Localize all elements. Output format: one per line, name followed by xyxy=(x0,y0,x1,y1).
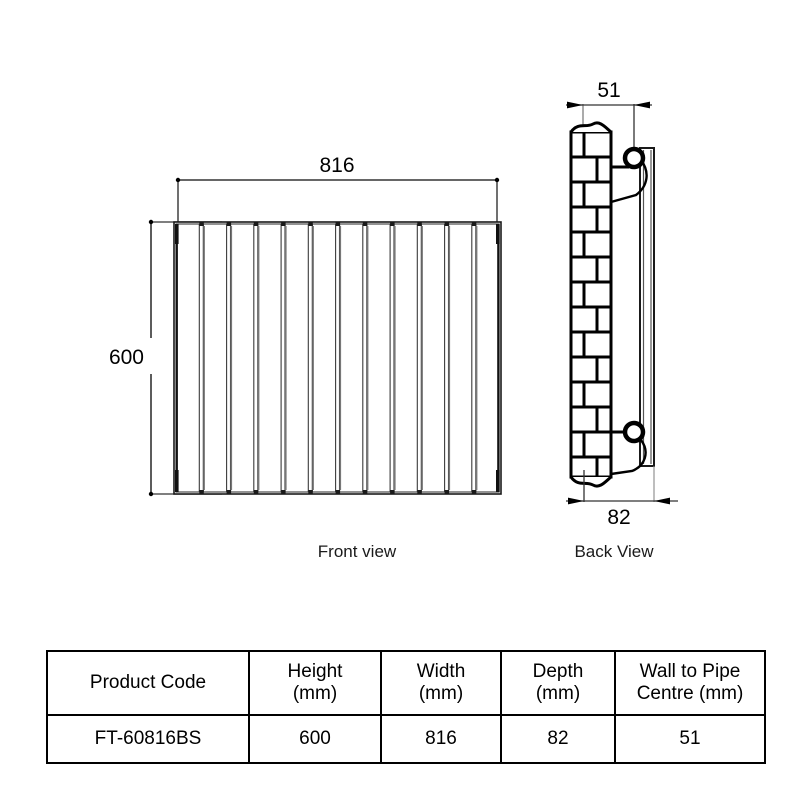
front-view-bottom-notches xyxy=(199,490,477,494)
cell-wall-to-pipe-centre: 51 xyxy=(614,714,766,764)
header-height-line1: Height xyxy=(287,661,343,683)
back-view-group: 51 xyxy=(566,79,678,561)
header-product-code-line1: Product Code xyxy=(89,672,207,694)
header-depth-line1: Depth xyxy=(532,661,584,683)
header-width-line2: (mm) xyxy=(418,683,464,704)
depth-dimension-82 xyxy=(566,466,678,505)
header-depth-line2: (mm) xyxy=(535,683,581,704)
depth-dimension-label: 82 xyxy=(607,506,630,529)
back-view-radiator-profile xyxy=(639,147,655,467)
header-wall-line2: Centre (mm) xyxy=(636,683,744,704)
table-header-row: Product Code Height (mm) Width (mm) Dept… xyxy=(46,650,766,716)
front-view-radiator-body xyxy=(173,221,502,495)
cell-width: 816 xyxy=(380,714,502,764)
wall-to-pipe-dimension-label: 51 xyxy=(597,79,620,102)
height-dimension-600 xyxy=(148,219,222,497)
header-height-line2: (mm) xyxy=(292,683,338,704)
header-depth: Depth (mm) xyxy=(500,650,616,716)
front-view-top-notches xyxy=(199,222,477,226)
back-view-label: Back View xyxy=(574,542,654,561)
header-width-line1: Width xyxy=(416,661,466,683)
header-wall-line1: Wall to Pipe xyxy=(639,661,741,683)
specification-table: Product Code Height (mm) Width (mm) Dept… xyxy=(46,650,766,764)
header-product-code: Product Code xyxy=(46,650,250,716)
width-dimension-label: 816 xyxy=(319,154,354,177)
back-view-brick-wall xyxy=(569,121,613,488)
front-view-end-caps xyxy=(175,224,500,492)
back-view-bottom-bracket xyxy=(610,420,647,476)
front-view-group: 816 600 xyxy=(109,154,502,561)
bottom-pipe-connection-icon xyxy=(622,420,646,444)
header-height: Height (mm) xyxy=(248,650,382,716)
front-view-label: Front view xyxy=(318,542,397,561)
header-wall-to-pipe-centre: Wall to Pipe Centre (mm) xyxy=(614,650,766,716)
cell-height: 600 xyxy=(248,714,382,764)
back-view-top-bracket xyxy=(610,146,648,204)
cell-depth: 82 xyxy=(500,714,616,764)
height-dimension-label: 600 xyxy=(109,346,144,369)
header-width: Width (mm) xyxy=(380,650,502,716)
table-row: FT-60816BS 600 816 82 51 xyxy=(46,714,766,764)
front-view-panels xyxy=(175,223,500,493)
top-pipe-connection-icon xyxy=(622,146,646,170)
cell-product-code: FT-60816BS xyxy=(46,714,250,764)
